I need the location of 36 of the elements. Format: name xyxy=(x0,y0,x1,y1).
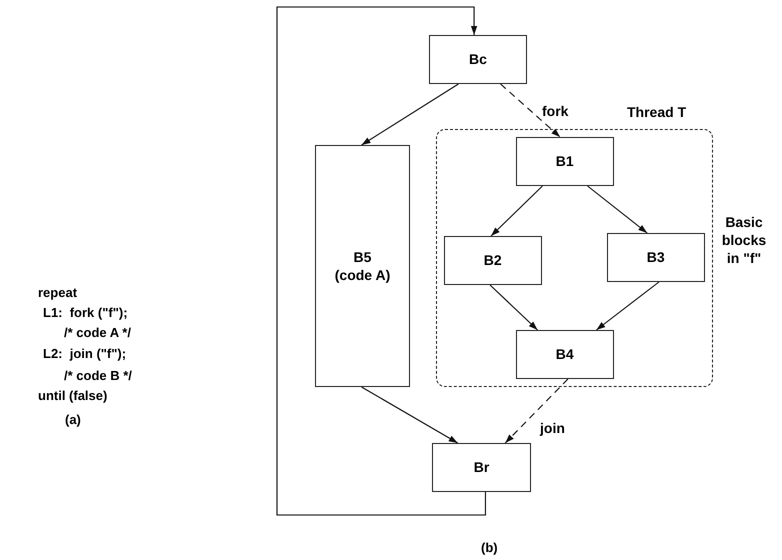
basic-block-box xyxy=(444,236,542,285)
basic-block-box xyxy=(315,145,410,387)
code-line: L2: join ("f"); xyxy=(43,346,126,361)
basic-block-box xyxy=(516,330,614,379)
region-note: Basic blocks in "f" xyxy=(720,213,768,268)
region-heading: Thread T xyxy=(627,104,686,120)
basic-block-box xyxy=(429,35,527,84)
panel-caption: (b) xyxy=(481,540,498,555)
arrow xyxy=(500,84,560,138)
code-line: /* code A */ xyxy=(64,325,131,340)
block-label: (code A) xyxy=(334,266,390,284)
block-label: B1 xyxy=(556,152,574,170)
block-label: B3 xyxy=(646,248,665,266)
edge-label: join xyxy=(538,420,567,436)
block-label: B2 xyxy=(484,251,502,270)
arrow xyxy=(361,386,458,444)
basic-block-box xyxy=(516,136,614,186)
arrow xyxy=(276,6,486,516)
code-line: until (false) xyxy=(38,388,108,403)
block-label: B4 xyxy=(556,345,574,364)
arrow xyxy=(490,284,538,330)
arrow xyxy=(504,378,568,444)
arrow xyxy=(587,186,648,234)
basic-block-box xyxy=(432,443,531,492)
arrow xyxy=(596,282,660,330)
panel-caption: (a) xyxy=(65,412,81,427)
arrow xyxy=(490,186,543,236)
block-label: Br xyxy=(474,458,490,477)
arrow xyxy=(361,84,459,146)
code-line: repeat xyxy=(38,285,78,300)
basic-block-box xyxy=(606,232,705,282)
block-label: B5 xyxy=(354,248,372,266)
block-label: Bc xyxy=(469,50,487,69)
edge-label: fork xyxy=(540,103,570,119)
code-line: /* code B */ xyxy=(64,368,132,383)
code-line: L1: fork ("f"); xyxy=(43,305,128,320)
